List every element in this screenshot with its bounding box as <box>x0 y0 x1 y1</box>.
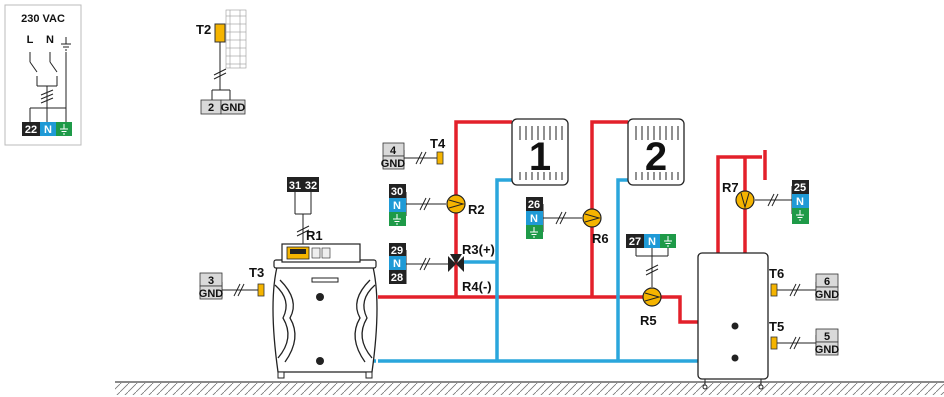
mains-voltage: 230 VAC <box>21 13 65 25</box>
terminal-3: 3 <box>208 275 214 287</box>
terminal-5-gnd: GND <box>815 344 840 356</box>
label-R3: R3(+) <box>462 242 495 257</box>
mixing-valve: R3(+) R4(-) 29 N 28 <box>389 242 495 294</box>
svg-text:N: N <box>393 200 401 212</box>
label-R4: R4(-) <box>462 279 492 294</box>
terminal-6: 6 <box>824 276 830 288</box>
terminal-32: 32 <box>305 180 317 192</box>
terminal-2: 2 <box>208 102 214 114</box>
terminal-3-gnd: GND <box>199 288 224 300</box>
sensor-T4: T4 4 GND <box>381 136 446 170</box>
terminal-22: 22 N <box>22 122 72 136</box>
pump-R6: R6 26 N <box>526 197 609 246</box>
label-T4: T4 <box>430 136 446 151</box>
label-T6: T6 <box>769 266 784 281</box>
terminal-5: 5 <box>824 331 830 343</box>
ground <box>115 381 944 395</box>
terminal-30: 30 <box>391 186 403 198</box>
label-T3: T3 <box>249 265 264 280</box>
label-T5: T5 <box>769 319 784 334</box>
zone-2-number: 2 <box>645 135 667 179</box>
terminal-26: 26 <box>528 199 540 211</box>
sensor-T3: T3 3 GND <box>199 265 265 300</box>
mains-n: N <box>46 34 54 46</box>
svg-text:N: N <box>796 196 804 208</box>
terminal-4-gnd: GND <box>381 158 406 170</box>
earth-icon <box>60 124 68 135</box>
label-R1: R1 <box>306 228 323 243</box>
radiator-1: 1 <box>511 118 569 186</box>
sensor-T5: T5 5 GND <box>769 319 839 356</box>
pump-R2: R2 30 N <box>389 184 485 226</box>
mains-box: 230 VAC L N 22 <box>4 4 82 146</box>
pump-R7: R7 25 N <box>722 180 809 224</box>
terminal-2-gnd: GND <box>221 102 246 114</box>
label-R5: R5 <box>640 313 657 328</box>
terminal-28: 28 <box>391 272 403 284</box>
svg-text:22: 22 <box>25 124 37 136</box>
heat-pump: 31 32 R1 <box>272 177 378 379</box>
sensor-T6: T6 6 GND <box>769 266 839 301</box>
earth-icon <box>664 236 672 247</box>
pump-R5: 27 N R5 <box>626 234 676 328</box>
svg-text:N: N <box>648 236 656 248</box>
mains-switch-icon <box>29 52 67 122</box>
controller-R1 <box>281 243 361 263</box>
terminal-6-gnd: GND <box>815 289 840 301</box>
sensor-T2: T2 2 GND <box>196 9 247 115</box>
zone-1-number: 1 <box>529 135 551 179</box>
svg-text:N: N <box>393 258 401 270</box>
earth-icon <box>796 210 804 221</box>
terminal-29: 29 <box>391 245 403 257</box>
terminal-31: 31 <box>289 180 301 192</box>
svg-text:N: N <box>44 124 52 136</box>
svg-text:N: N <box>530 213 538 225</box>
terminal-4: 4 <box>390 145 397 157</box>
earth-icon <box>530 227 538 238</box>
terminal-25: 25 <box>794 182 806 194</box>
mains-earth-icon <box>61 37 71 51</box>
terminal-27: 27 <box>629 236 641 248</box>
label-R7: R7 <box>722 180 739 195</box>
label-T2: T2 <box>196 22 211 37</box>
mains-l: L <box>27 34 34 46</box>
radiator-2: 2 <box>627 118 685 186</box>
label-R6: R6 <box>592 231 609 246</box>
storage-tank <box>697 252 769 390</box>
label-R2: R2 <box>468 202 485 217</box>
earth-icon <box>393 214 401 225</box>
